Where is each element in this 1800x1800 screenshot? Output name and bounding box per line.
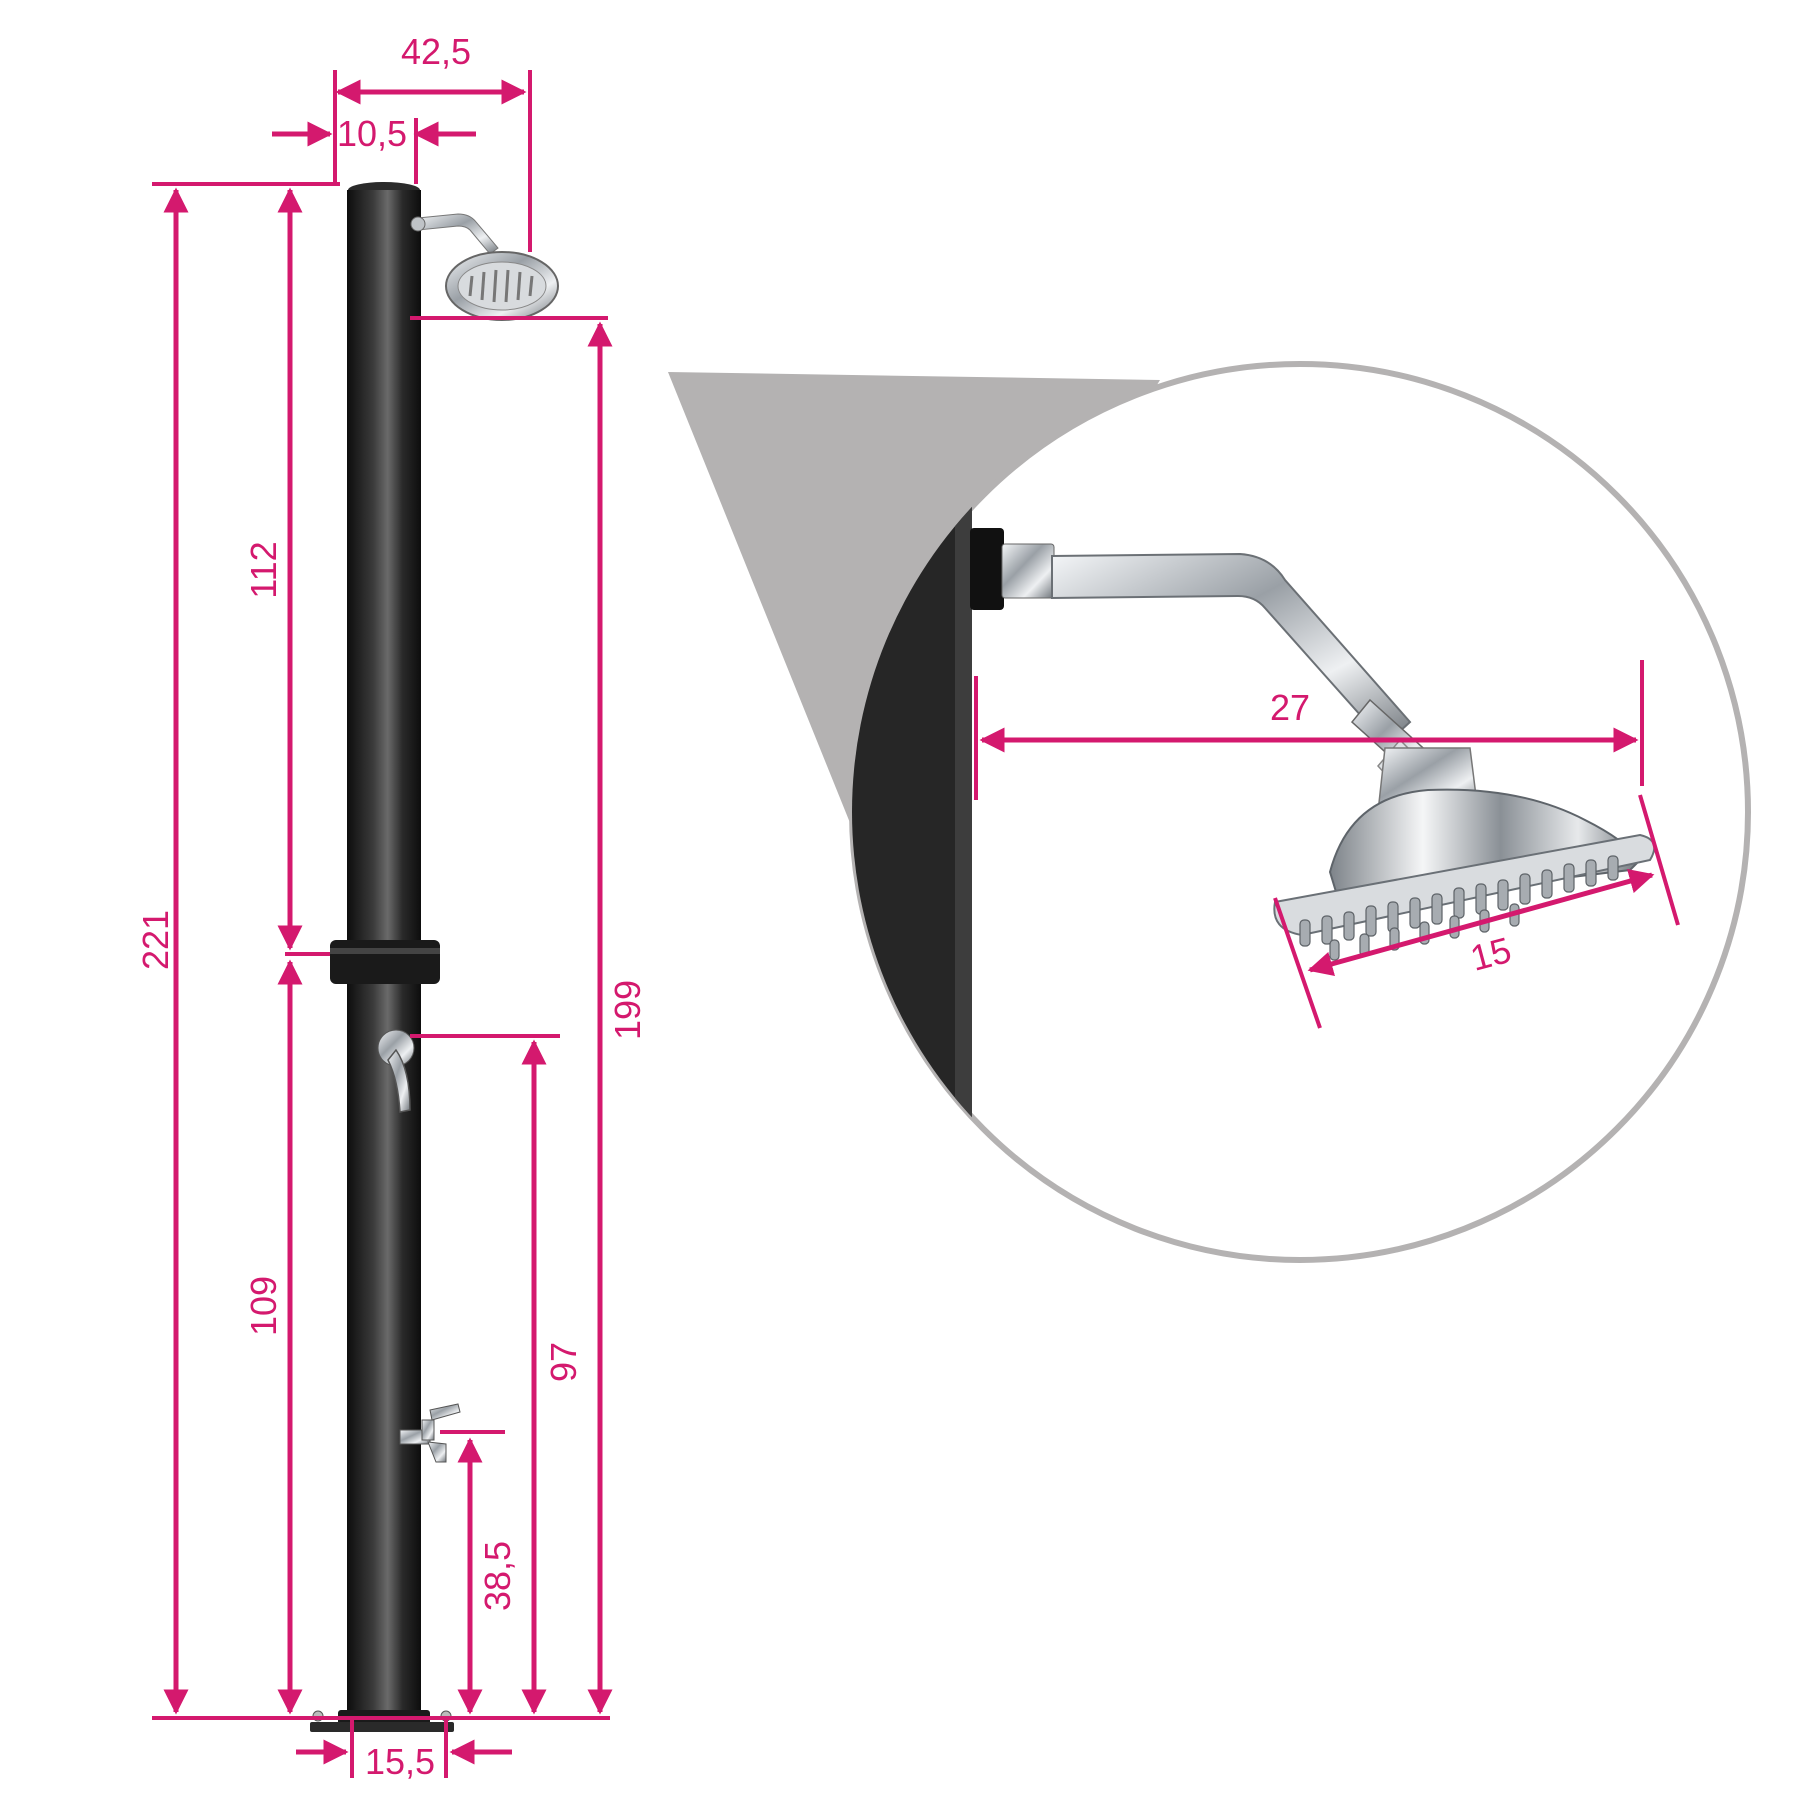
coupling-ring: [330, 940, 440, 984]
label-upper-section: 112: [243, 541, 284, 598]
label-showerhead-height: 199: [607, 980, 648, 1040]
label-total-height: 221: [135, 910, 176, 970]
shower-column: [310, 182, 559, 1732]
dimension-lines: [152, 70, 1680, 1778]
upper-pole: [347, 190, 421, 940]
shower-arm: [417, 213, 499, 255]
callout-circle: [849, 361, 1751, 1263]
callout-zoom: [668, 361, 1751, 1263]
dim-head-diameter-line: [1307, 868, 1655, 977]
label-top-width: 42,5: [401, 31, 471, 72]
label-tap-height: 38,5: [477, 1541, 518, 1611]
tap: [399, 1403, 461, 1463]
label-mixer-height: 97: [543, 1342, 584, 1382]
dimension-labels: 42,5 10,5 221 112 109 199 97 38,5 15,5 2…: [135, 31, 1515, 1782]
label-base-width: 15,5: [365, 1741, 435, 1782]
label-top-offset: 10,5: [337, 113, 407, 154]
label-arm-length: 27: [1270, 687, 1310, 728]
zoom-fitting: [970, 528, 1004, 610]
label-lower-section: 109: [243, 1276, 284, 1336]
